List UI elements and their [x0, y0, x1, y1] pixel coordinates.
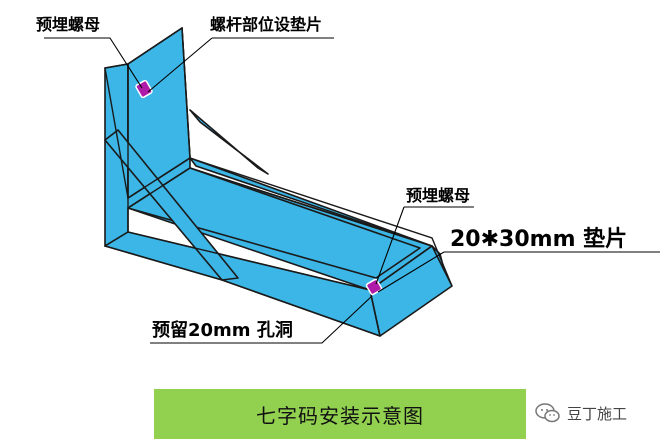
caption-text: 七字码安装示意图	[256, 403, 424, 428]
bracket-diagram: 预埋螺母 螺杆部位设垫片 预埋螺母 20✱30mm 垫片 预留20mm 孔洞	[36, 15, 660, 344]
leader-shim-size	[377, 251, 660, 293]
leader-hole	[150, 295, 373, 344]
embedded-nut-right	[365, 278, 383, 296]
leader-nut-right	[375, 206, 474, 285]
label-nut-right: 预埋螺母	[406, 186, 470, 205]
label-shim-size: 20✱30mm 垫片	[450, 226, 627, 252]
watermark: 豆丁施工	[535, 398, 627, 428]
watermark-text: 豆丁施工	[567, 404, 628, 423]
label-hole: 预留20mm 孔洞	[152, 319, 293, 341]
wechat-icon	[535, 403, 560, 423]
leader-shim-bolt	[147, 37, 334, 93]
label-shim-at-bolt: 螺杆部位设垫片	[210, 15, 322, 34]
leader-nut-top	[44, 37, 143, 89]
diagonal-brace	[189, 109, 269, 175]
front-strut	[104, 129, 239, 281]
caption-box: 七字码安装示意图	[154, 389, 526, 439]
label-nut-top: 预埋螺母	[36, 15, 100, 34]
